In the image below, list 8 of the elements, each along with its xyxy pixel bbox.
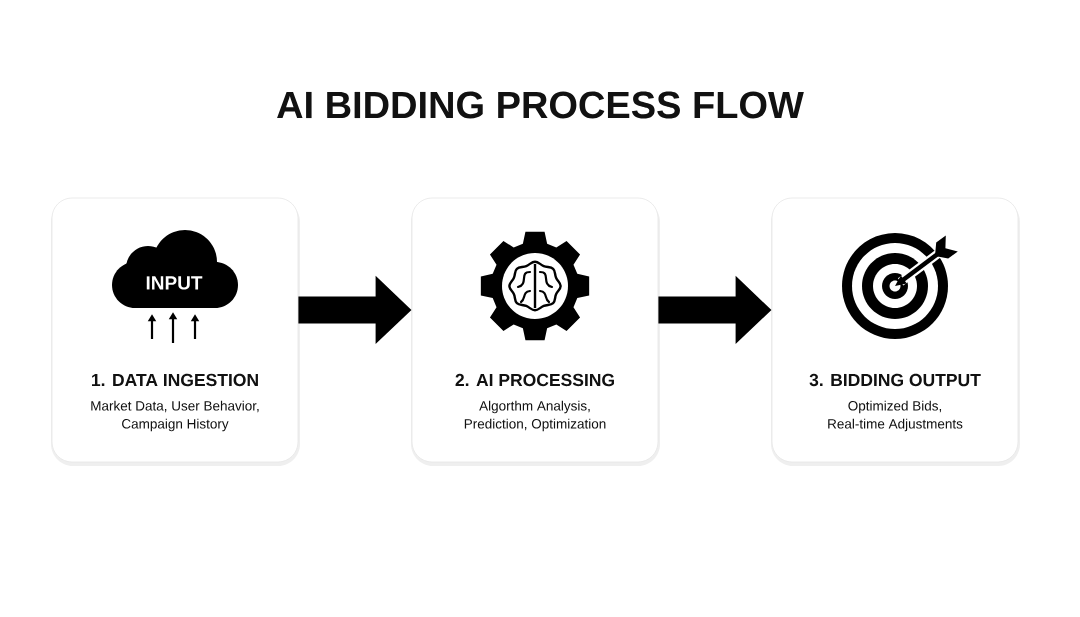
- step-title: 1. DATA INGESTION: [92, 373, 258, 387]
- step-title: 2. AI PROCESSING: [455, 373, 614, 387]
- step-title: 3. BIDDING OUTPUT: [809, 373, 981, 387]
- title: AI BIDDING PROCESS FLOW: [277, 91, 804, 119]
- input-cloud: INPUT: [112, 230, 238, 308]
- step-description: Algorthm Analysis, Prediction, Optimization: [464, 400, 606, 432]
- step-description: Market Data, User Behavior, Campaign History: [91, 400, 259, 432]
- step-description: Optimized Bids, Real-time Adjustments: [828, 400, 963, 432]
